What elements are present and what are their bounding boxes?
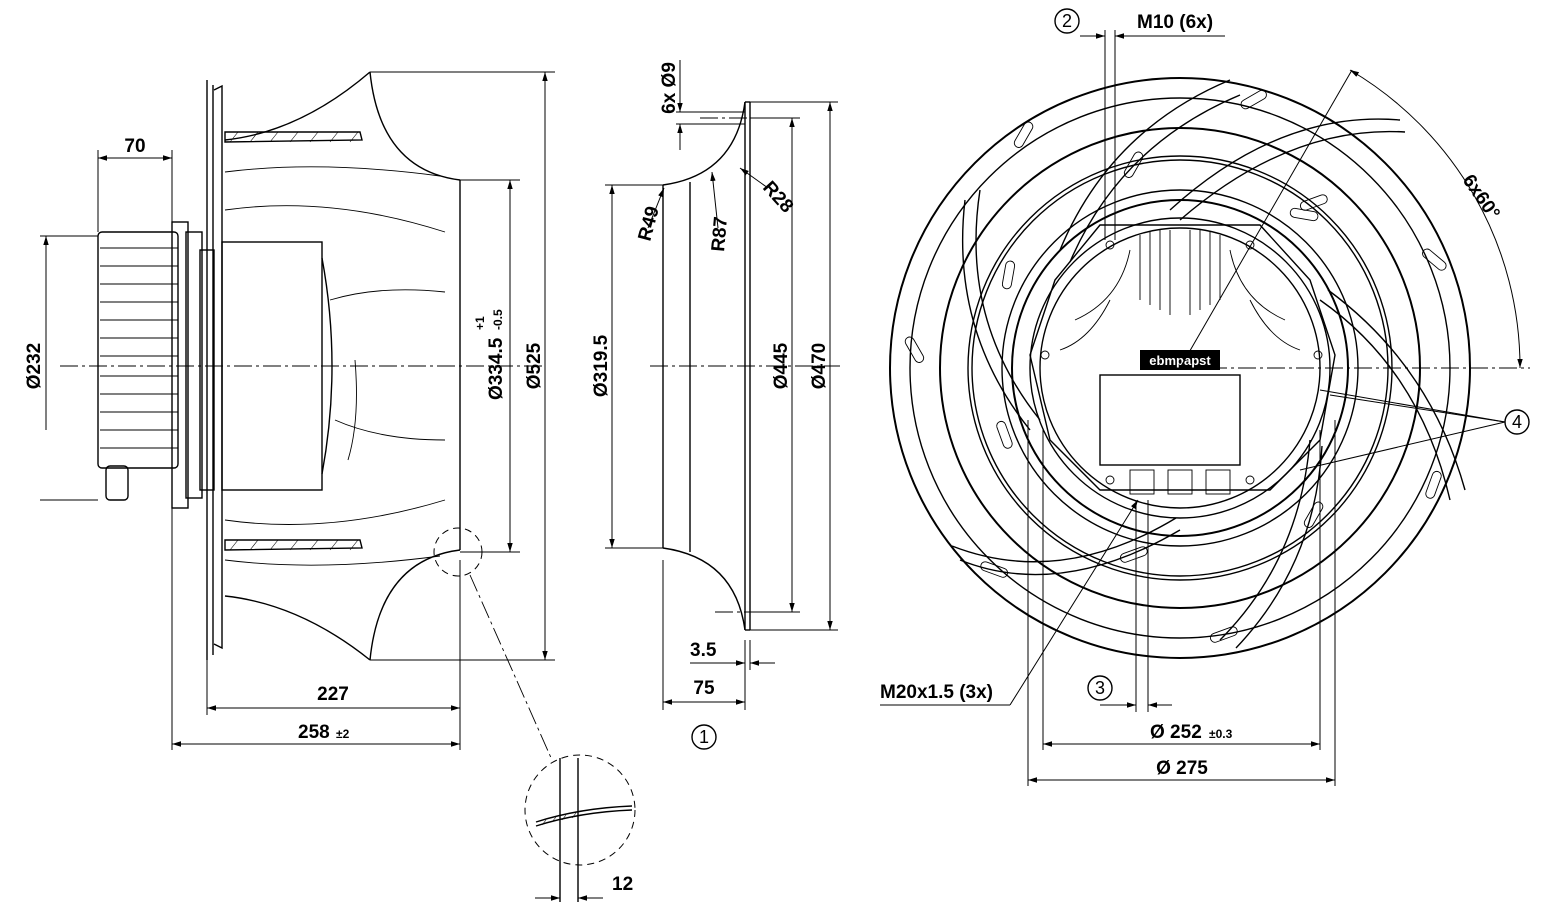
front-view: ebmpapst M10 (6x) 6x60° M20x1. [880, 8, 1530, 786]
dim-227: 227 [317, 684, 349, 705]
svg-text:1: 1 [699, 727, 709, 747]
dim-75: 75 [693, 678, 715, 699]
ring-slots [904, 89, 1447, 643]
motor-electronics: ebmpapst [1029, 224, 1336, 509]
dim-r28: R28 [758, 177, 797, 217]
dim-m10: M10 (6x) [1137, 12, 1213, 33]
dim-diameter-334: Ø334.5 [486, 337, 507, 400]
dim-m20: M20x1.5 (3x) [880, 682, 993, 703]
dim-252-tol: ±0.3 [1209, 727, 1233, 741]
svg-text:4: 4 [1512, 412, 1522, 432]
motor-cooling-fins [100, 247, 178, 449]
brand-plate [1140, 350, 1220, 370]
dim-12: 12 [612, 874, 633, 895]
side-view: 70 Ø232 Ø334.5 +1 -0.5 Ø525 227 258 ±2 [24, 71, 636, 902]
callout-2: 2 [1054, 8, 1080, 34]
dim-diameter-252: Ø 252 [1150, 722, 1202, 743]
cooling-ribs [1059, 230, 1301, 351]
dim-334-tol-upper: +1 [473, 316, 487, 330]
nozzle-view: 6x Ø9 R49 R87 R28 Ø319.5 Ø445 Ø470 3.5 7… [591, 60, 840, 750]
dim-334-tol-lower: -0.5 [491, 309, 505, 330]
callout-1: 1 [691, 724, 717, 750]
dim-diameter-445: Ø445 [771, 342, 792, 389]
dim-258-tol: ±2 [336, 727, 350, 741]
dim-diameter-319: Ø319.5 [591, 334, 612, 397]
dim-258: 258 [298, 722, 330, 743]
dim-r87: R87 [708, 216, 732, 253]
dim-angle-6x60: 6x60° [1458, 171, 1504, 224]
dim-diameter-525: Ø525 [524, 342, 545, 389]
callout-4: 4 [1504, 409, 1530, 435]
shroud-hatch-top [224, 131, 363, 143]
svg-text:3: 3 [1095, 678, 1105, 698]
dim-3-5: 3.5 [690, 640, 717, 661]
dim-diameter-232: Ø232 [24, 343, 45, 389]
dim-diameter-470: Ø470 [809, 343, 830, 389]
svg-text:2: 2 [1062, 11, 1072, 31]
dim-r49: R49 [635, 204, 664, 243]
brand-logo: ebmpapst [1149, 353, 1211, 368]
dim-70: 70 [124, 136, 145, 157]
shroud-hatch-bottom [224, 539, 363, 551]
callout-3: 3 [1087, 675, 1113, 701]
dim-diameter-275: Ø 275 [1156, 758, 1208, 779]
detail-enlargement: 12 [524, 754, 636, 902]
dim-6x-diameter-9: 6x Ø9 [659, 62, 680, 114]
